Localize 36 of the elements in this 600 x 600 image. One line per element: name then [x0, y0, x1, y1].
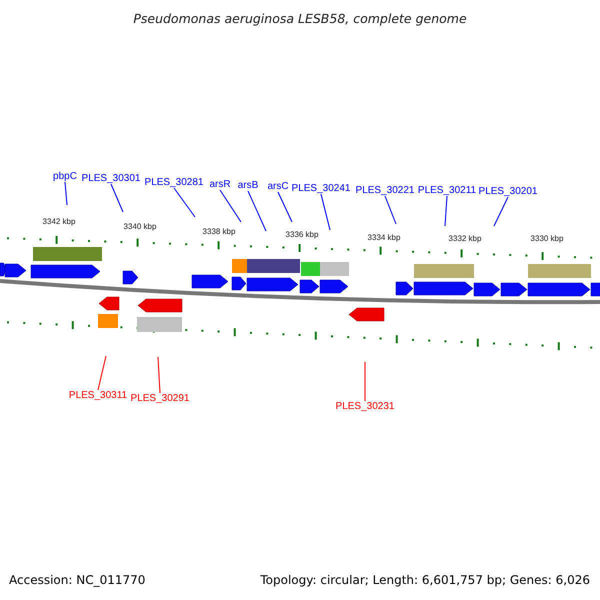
gene-label: PLES_30211	[418, 185, 476, 196]
leader-line	[110, 184, 124, 212]
gene-label: PLES_30231	[336, 401, 394, 412]
scale-label: 3338 kbp	[202, 227, 236, 236]
scale-label: 3340 kbp	[124, 222, 156, 231]
gene-label: arsC	[267, 181, 289, 192]
scale-label: 3342 kbp	[42, 217, 76, 226]
gene-label: arsR	[209, 179, 231, 190]
leader-line	[384, 196, 396, 224]
leader-line	[64, 182, 68, 206]
leader-line	[444, 196, 448, 226]
leader-line	[320, 194, 330, 230]
gene-label: PLES_30281	[144, 177, 204, 188]
scale-label: 3330 kbp	[530, 234, 564, 243]
gene-label: PLES_30241	[292, 183, 350, 194]
gene-label: PLES_30311	[68, 390, 128, 401]
leader-line	[248, 190, 266, 232]
leader-line	[220, 190, 242, 222]
gene-label: PLES_30221	[356, 185, 414, 196]
gene-label: PLES_30201	[478, 186, 538, 197]
gene-label: pbpC	[53, 171, 77, 182]
leader-line	[158, 356, 160, 394]
topology-text: Topology: circular; Length: 6,601,757 bp; Genes: 6,026	[260, 573, 590, 587]
accession-text: Accession: NC_011770	[9, 573, 146, 587]
leader-line	[364, 362, 366, 402]
gene-label: arsB	[238, 180, 258, 191]
gene-label: PLES_30301	[82, 173, 140, 184]
map-title: Pseudomonas aeruginosa LESB58, complete genome	[132, 11, 468, 26]
scale-label: 3332 kbp	[448, 234, 482, 243]
gene-label: PLES_30291	[130, 393, 190, 404]
leader-line	[278, 192, 292, 222]
scale-label: 3336 kbp	[286, 230, 318, 239]
leader-line	[494, 196, 508, 226]
leader-line	[98, 356, 106, 390]
leader-line	[174, 188, 196, 218]
scale-label: 3334 kbp	[368, 233, 400, 242]
